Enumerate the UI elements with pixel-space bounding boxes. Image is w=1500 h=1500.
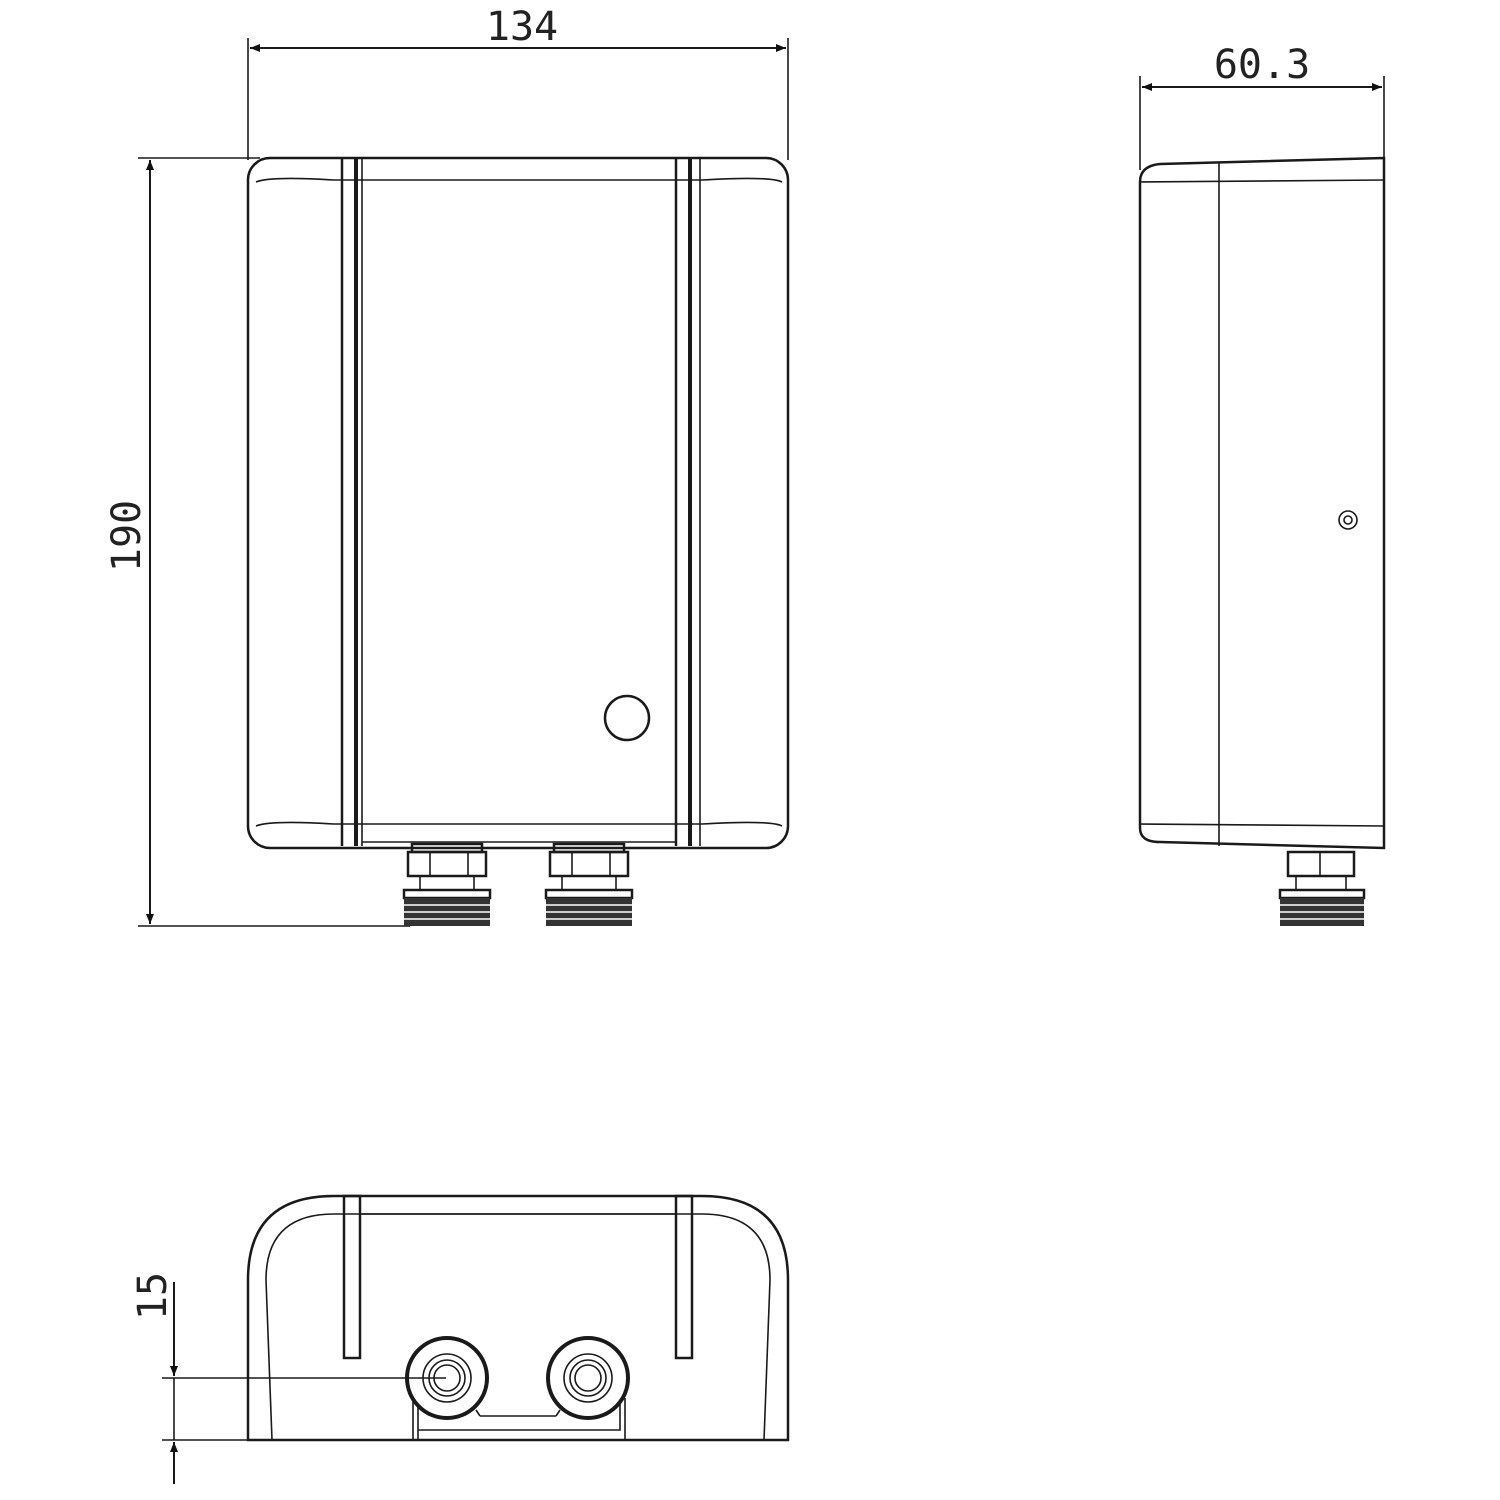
height-dimension: 190	[104, 157, 410, 927]
bottom-view: 15	[130, 1194, 790, 1484]
front-view: 134 190	[104, 4, 790, 927]
offset-dimension: 15	[130, 1272, 446, 1484]
side-fitting	[1278, 850, 1366, 926]
side-screw	[1338, 510, 1358, 530]
height-label: 190	[104, 500, 150, 572]
offset-label: 15	[130, 1272, 176, 1320]
bottom-outline	[246, 1194, 790, 1442]
side-view: 60.3	[1138, 42, 1386, 926]
depth-label: 60.3	[1214, 42, 1310, 88]
width-label: 134	[486, 4, 558, 50]
depth-dimension: 60.3	[1139, 42, 1385, 170]
bottom-fitting-right	[546, 1336, 630, 1420]
water-fitting-right	[544, 842, 634, 926]
width-dimension: 134	[247, 4, 789, 160]
heater-body	[246, 156, 790, 850]
side-body	[1138, 156, 1386, 850]
water-fitting-left	[402, 842, 492, 926]
power-indicator	[603, 694, 651, 742]
